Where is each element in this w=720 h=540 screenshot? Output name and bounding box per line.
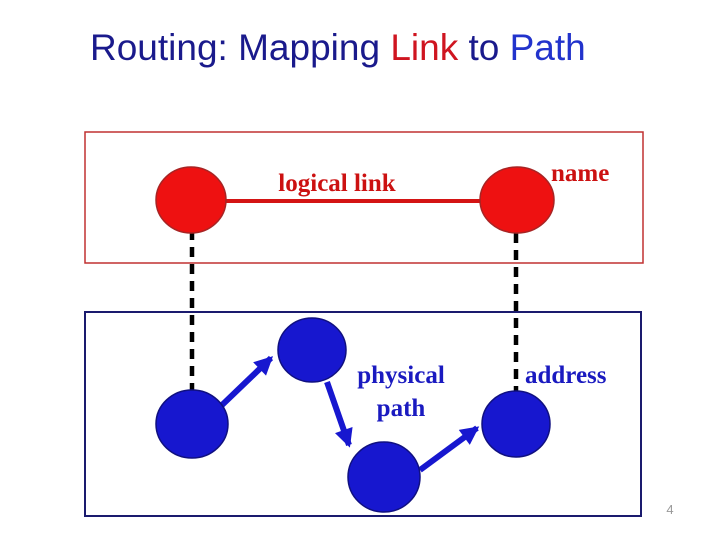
red-node-left — [155, 166, 227, 234]
page-number: 4 — [666, 502, 674, 517]
physical-path-arrow-1 — [218, 355, 274, 409]
address-label: address — [525, 362, 607, 389]
physical-path-arrow-3 — [418, 425, 480, 473]
logical-layer-box — [84, 131, 644, 264]
slide-title: Routing: Mapping Link to Path — [90, 27, 586, 69]
physical-path-label-line2: path — [376, 395, 426, 422]
blue-node-hop-1 — [277, 317, 347, 383]
red-node-right — [479, 166, 555, 234]
title-segment-link: Link — [390, 27, 459, 68]
blue-node-hop-2 — [347, 441, 421, 513]
physical-path-label-line1: physical — [357, 362, 445, 389]
physical-layer-box — [84, 311, 642, 517]
title-segment-to: to — [458, 27, 510, 68]
name-label: name — [551, 160, 610, 187]
title-segment-routing-mapping: Routing: Mapping — [90, 27, 391, 68]
logical-link-label: logical link — [278, 170, 396, 197]
blue-node-source — [155, 389, 229, 459]
blue-node-destination — [481, 390, 551, 458]
title-segment-path: Path — [509, 27, 586, 68]
physical-path-arrow-2 — [324, 381, 353, 448]
